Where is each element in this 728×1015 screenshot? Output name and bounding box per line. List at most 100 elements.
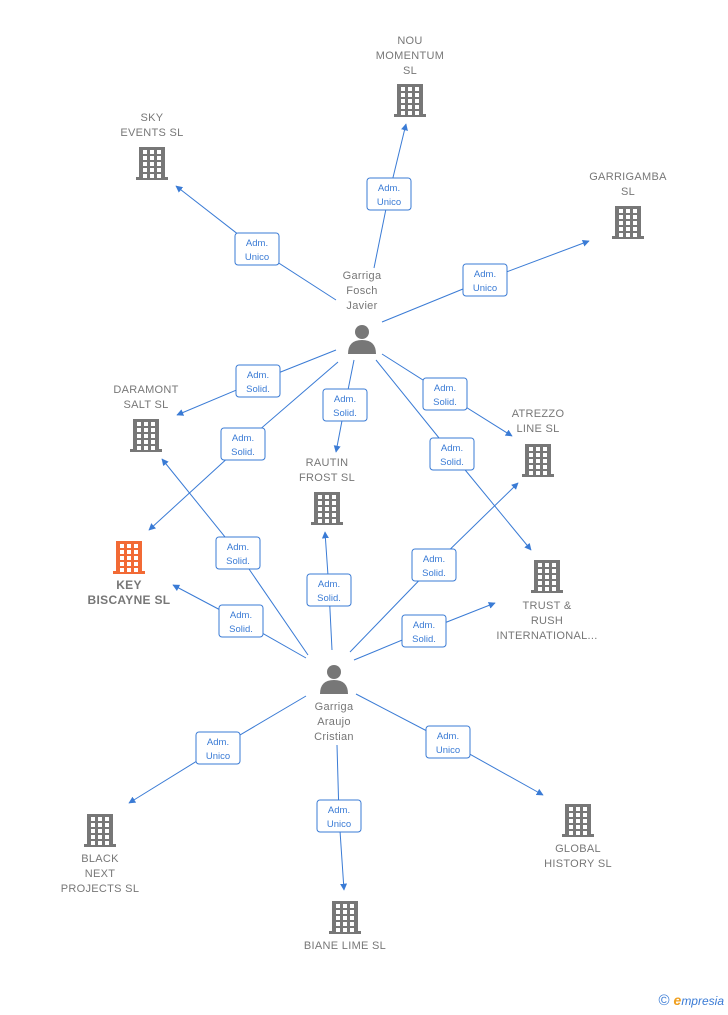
- relation-label[interactable]: Adm. Solid.: [422, 377, 468, 411]
- relation-label-line: Solid.: [333, 408, 357, 419]
- node-atrezzo[interactable]: ATREZZO LINE SL: [512, 408, 565, 477]
- node-label-line: Javier: [346, 300, 377, 312]
- node-label-line: PROJECTS SL: [61, 883, 140, 895]
- relation-label-box: [411, 548, 457, 582]
- building-icon: [113, 541, 145, 574]
- relation-label[interactable]: Adm. Solid.: [429, 437, 475, 471]
- relation-label-line: Adm.: [334, 394, 356, 405]
- node-label-line: Cristian: [314, 731, 354, 743]
- relation-label-box: [235, 364, 281, 398]
- node-label-line: GARRIGAMBA: [589, 171, 667, 183]
- relation-label[interactable]: Adm. Unico: [366, 177, 412, 211]
- relation-label-box: [366, 177, 412, 211]
- node-global[interactable]: GLOBAL HISTORY SL: [544, 804, 612, 870]
- node-label-line: MOMENTUM: [376, 50, 444, 62]
- relation-label[interactable]: Adm.Solid.: [306, 573, 352, 607]
- person-icon: [348, 325, 376, 354]
- relation-label[interactable]: Adm. Solid.: [322, 388, 368, 422]
- relation-label-line: Unico: [327, 819, 351, 830]
- relation-label[interactable]: Adm.Solid.: [220, 427, 266, 461]
- relation-label[interactable]: Adm.Solid.: [215, 536, 261, 570]
- brand-logo-initial: e: [673, 992, 682, 1008]
- relation-label-box: [234, 232, 280, 266]
- relation-label-line: Adm.: [474, 269, 496, 280]
- relation-label-line: Adm.: [230, 610, 252, 621]
- relation-label-box: [215, 536, 261, 570]
- node-label-line: GLOBAL: [555, 843, 601, 855]
- node-garrigamba[interactable]: GARRIGAMBA SL: [589, 171, 667, 239]
- relation-labels-layer: Adm.UnicoAdm.UnicoAdm.UnicoAdm.Solid.Adm…: [195, 177, 508, 833]
- relation-label[interactable]: Adm.Solid.: [401, 614, 447, 648]
- relation-label[interactable]: Adm. Unico: [195, 731, 241, 765]
- building-icon: [562, 804, 594, 837]
- building-icon: [522, 444, 554, 477]
- node-label-line: Garriga: [343, 270, 382, 282]
- relation-label[interactable]: Adm.Solid.: [411, 548, 457, 582]
- relation-label-line: Adm.: [441, 443, 463, 454]
- building-icon: [311, 492, 343, 525]
- relation-label-line: Unico: [245, 252, 269, 263]
- relation-label-line: Adm.: [232, 433, 254, 444]
- relation-label-line: Adm.: [437, 731, 459, 742]
- node-label-line: SALT SL: [123, 399, 168, 411]
- node-label-line: FROST SL: [299, 472, 355, 484]
- relation-label-box: [218, 604, 264, 638]
- node-label-line: LINE SL: [516, 423, 559, 435]
- edges-layer: [128, 123, 590, 891]
- relation-label-line: Adm.: [247, 370, 269, 381]
- building-icon: [531, 560, 563, 593]
- node-label-line: Araujo: [317, 716, 351, 728]
- relation-label-box: [422, 377, 468, 411]
- node-rautin[interactable]: RAUTIN FROST SL: [299, 457, 355, 525]
- node-label-line: BISCAYNE SL: [88, 593, 171, 607]
- relation-label-line: Solid.: [246, 384, 270, 395]
- node-label-line: HISTORY SL: [544, 858, 612, 870]
- person-icon: [320, 665, 348, 694]
- node-label-line: ATREZZO: [512, 408, 565, 420]
- relation-label-box: [195, 731, 241, 765]
- building-icon: [329, 901, 361, 934]
- relation-label-line: Solid.: [433, 397, 457, 408]
- node-label-line: BLACK: [81, 853, 119, 865]
- node-trust[interactable]: TRUST &RUSHINTERNATIONAL...: [496, 560, 597, 642]
- relation-label-line: Adm.: [207, 737, 229, 748]
- relation-label-line: Unico: [473, 283, 497, 294]
- copyright-icon: ©: [658, 992, 670, 1009]
- building-icon: [394, 84, 426, 117]
- node-label-line: EVENTS SL: [120, 127, 183, 139]
- relation-label-line: Adm.: [434, 383, 456, 394]
- node-label-line: KEY: [116, 578, 142, 592]
- relation-label-line: Unico: [377, 197, 401, 208]
- relation-label[interactable]: Adm. Solid.: [235, 364, 281, 398]
- node-label-line: Fosch: [346, 285, 377, 297]
- relation-label[interactable]: Adm.Solid.: [218, 604, 264, 638]
- node-label-line: RUSH: [531, 615, 563, 627]
- relation-label-line: Adm.: [423, 554, 445, 565]
- relation-label-line: Solid.: [317, 593, 341, 604]
- relation-label-line: Adm.: [413, 620, 435, 631]
- relation-label-line: Unico: [206, 751, 230, 762]
- relation-label[interactable]: Adm.Unico: [425, 725, 471, 759]
- brand-logo-text: mpresia: [681, 994, 724, 1008]
- relation-label-line: Solid.: [440, 457, 464, 468]
- node-label-line: SL: [621, 186, 635, 198]
- node-label-line: BIANE LIME SL: [304, 940, 386, 952]
- relation-label-box: [322, 388, 368, 422]
- relation-label[interactable]: Adm.Unico: [234, 232, 280, 266]
- relation-label[interactable]: Adm. Unico: [462, 263, 508, 297]
- relation-label-line: Adm.: [378, 183, 400, 194]
- relation-label[interactable]: Adm.Unico: [316, 799, 362, 833]
- node-label-line: RAUTIN: [306, 457, 349, 469]
- relation-label-box: [316, 799, 362, 833]
- node-biane[interactable]: BIANE LIME SL: [304, 901, 386, 952]
- brand-watermark: ©empresia: [658, 992, 724, 1009]
